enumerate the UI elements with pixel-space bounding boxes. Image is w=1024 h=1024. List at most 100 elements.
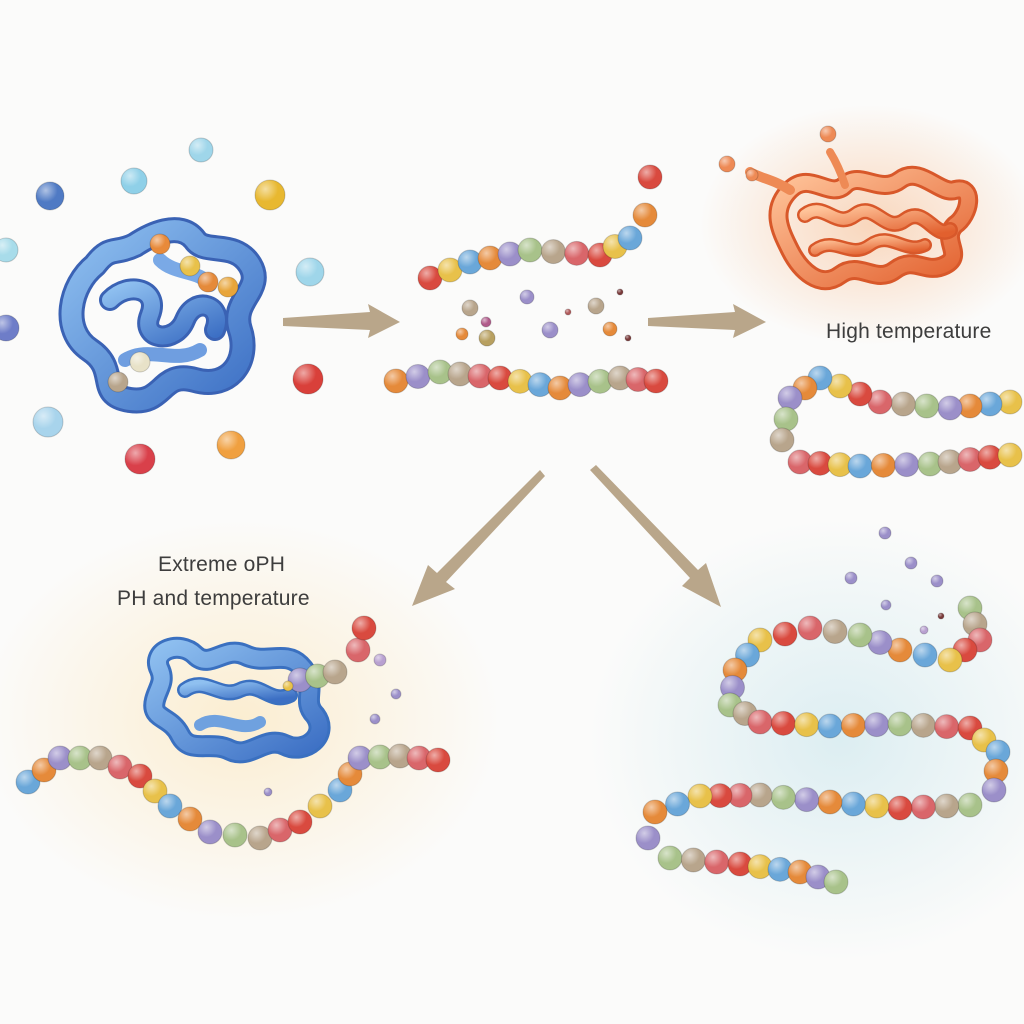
bead-highlight	[644, 369, 668, 393]
bead-highlight	[868, 390, 892, 414]
high-temperature-label: High temperature	[826, 320, 992, 343]
bead-highlight	[564, 241, 589, 266]
bead-highlight	[723, 658, 747, 682]
bead-highlight	[617, 289, 623, 295]
bead-highlight	[938, 396, 962, 420]
bead-highlight	[603, 322, 617, 336]
bead-highlight	[288, 810, 312, 834]
bead-highlight	[728, 852, 752, 876]
bead-highlight	[888, 796, 912, 820]
bead-highlight	[248, 826, 272, 850]
ph-temperature-label: PH and temperature	[117, 587, 310, 610]
bead-highlight	[223, 823, 247, 847]
bead-highlight	[823, 619, 847, 644]
bead-highlight	[905, 557, 917, 569]
arrow-icon	[283, 304, 766, 607]
bead-highlight	[565, 309, 571, 315]
bead-highlight	[982, 778, 1006, 802]
bead-highlight	[426, 748, 450, 772]
bead-highlight	[818, 714, 842, 738]
bead-highlight	[198, 820, 222, 844]
bead-highlight	[48, 746, 72, 770]
bead-highlight	[479, 330, 495, 346]
bead-highlight	[864, 712, 889, 737]
bead-highlight	[748, 854, 772, 879]
bead-highlight	[778, 386, 802, 410]
bead-highlight	[798, 616, 822, 640]
bead-highlight	[548, 376, 572, 400]
bead-highlight	[978, 392, 1002, 416]
bead-highlight	[879, 527, 891, 539]
bead-highlight	[36, 182, 64, 210]
bead-highlight	[938, 449, 962, 474]
bead-highlight	[428, 360, 452, 384]
bead-highlight	[458, 250, 482, 274]
bead-highlight	[938, 648, 962, 672]
bead-highlight	[768, 857, 792, 882]
bead-highlight	[864, 794, 889, 818]
bead-highlight	[918, 452, 942, 476]
bead-highlight	[704, 850, 729, 874]
bead-highlight	[418, 266, 442, 290]
bead-highlight	[488, 366, 512, 390]
bead-highlight	[911, 795, 936, 819]
bead-highlight	[296, 258, 324, 286]
extreme-ph-label: Extreme oPH	[158, 553, 286, 576]
bead-highlight	[773, 622, 797, 646]
bead-highlight	[374, 654, 386, 666]
bead-highlight	[625, 335, 631, 341]
bead-highlight	[841, 713, 866, 738]
bead-highlight	[998, 390, 1022, 414]
bead-highlight	[462, 300, 478, 316]
bead-highlight	[984, 759, 1008, 783]
bead-highlight	[478, 246, 502, 270]
bead-highlight	[958, 447, 982, 472]
bead-highlight	[198, 272, 218, 292]
bead-highlight	[542, 322, 558, 338]
bead-highlight	[189, 138, 213, 162]
bead-highlight	[746, 169, 758, 181]
bead-highlight	[323, 660, 347, 684]
bead-highlight	[774, 407, 798, 431]
bead-highlight	[770, 428, 794, 452]
bead-highlight	[888, 638, 912, 662]
bead-highlight	[643, 800, 667, 824]
bead-highlight	[938, 613, 944, 619]
bead-highlight	[681, 848, 706, 872]
bead-highlight	[894, 452, 919, 477]
bead-highlight	[370, 714, 380, 724]
partially-folded-protein-icon	[143, 636, 331, 764]
bead-highlight	[255, 180, 285, 210]
bead-highlight	[456, 328, 468, 340]
bead-highlight	[658, 846, 682, 870]
bead-highlight	[665, 792, 690, 816]
bead-highlight	[264, 788, 272, 796]
bead-highlight	[217, 431, 245, 459]
bead-highlight	[130, 352, 150, 372]
bead-highlight	[871, 453, 896, 478]
bead-highlight	[845, 572, 857, 584]
bead-highlight	[143, 779, 167, 803]
bead-highlight	[568, 372, 592, 397]
bead-highlight	[125, 444, 155, 474]
bead-highlight	[934, 714, 959, 739]
bead-highlight	[541, 239, 566, 264]
bead-highlight	[828, 452, 852, 477]
bead-highlight	[748, 783, 772, 807]
bead-highlight	[748, 710, 772, 734]
bead-highlight	[806, 865, 830, 889]
bead-highlight	[448, 362, 472, 386]
bead-highlight	[848, 454, 872, 478]
bead-highlight	[406, 364, 430, 389]
bead-highlight	[986, 740, 1010, 764]
bead-highlight	[268, 818, 292, 842]
bead-highlight	[368, 745, 392, 769]
free-molecule-spheres	[0, 137, 325, 475]
bead-highlight	[128, 764, 152, 788]
bead-highlight	[820, 126, 836, 142]
bead-highlight	[498, 242, 522, 266]
bead-highlight	[391, 689, 401, 699]
bead-highlight	[848, 382, 872, 406]
bead-highlight	[841, 792, 866, 816]
